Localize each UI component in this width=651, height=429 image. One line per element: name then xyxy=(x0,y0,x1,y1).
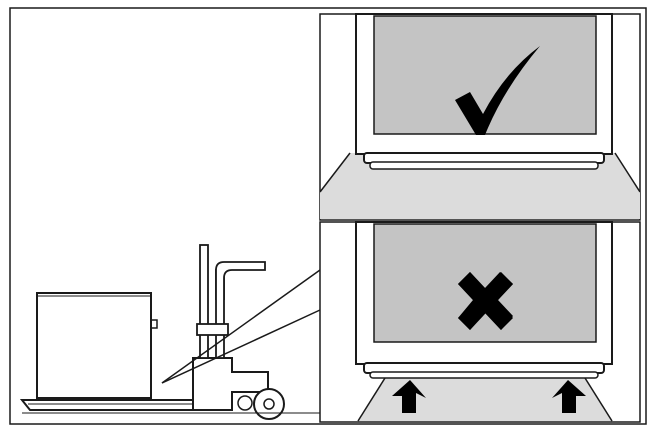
callout-line-upper xyxy=(161,269,321,384)
checkmark-icon xyxy=(455,46,540,135)
appliance-handle xyxy=(151,319,158,329)
appliance-window-lower xyxy=(373,223,597,343)
pallet-truck-scene xyxy=(19,244,320,420)
arrow-up-left-icon xyxy=(392,380,426,413)
cross-icon xyxy=(458,272,513,330)
floor-edge-left-lower xyxy=(357,377,386,422)
arrow-up-right-icon xyxy=(552,380,586,413)
truck-small-wheel xyxy=(237,395,253,411)
panel-incorrect xyxy=(319,221,641,423)
truck-wheel-hub xyxy=(263,398,275,410)
floor-edge-right-lower xyxy=(584,377,613,422)
panel-correct xyxy=(319,13,641,221)
floor-edge-left xyxy=(319,152,351,193)
appliance-foot-plate-lower xyxy=(369,371,599,379)
truck-handle xyxy=(215,261,266,300)
truck-mast-left xyxy=(199,244,209,359)
appliance-box xyxy=(36,292,152,399)
appliance-foot-plate xyxy=(369,161,599,170)
mast-clamp xyxy=(196,323,229,336)
callout-line-lower xyxy=(161,309,321,384)
floor-surface-lower xyxy=(358,378,612,421)
floor-edge-right xyxy=(614,152,641,193)
